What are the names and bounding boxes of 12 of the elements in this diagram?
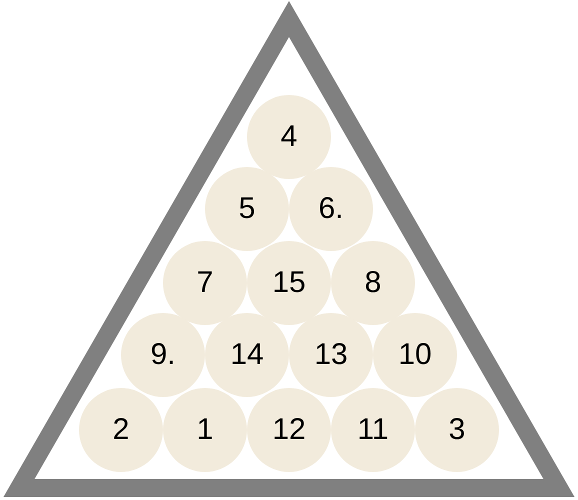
ball: 6. <box>289 167 373 251</box>
ball: 10 <box>373 313 457 397</box>
ball: 3 <box>415 388 499 472</box>
ball: 1 <box>163 388 247 472</box>
ball: 8 <box>331 241 415 325</box>
ball: 7 <box>163 241 247 325</box>
ball: 5 <box>205 167 289 251</box>
ball: 12 <box>247 388 331 472</box>
ball: 9. <box>121 313 205 397</box>
ball: 4 <box>247 95 331 179</box>
ball: 2 <box>79 388 163 472</box>
ball: 11 <box>331 388 415 472</box>
